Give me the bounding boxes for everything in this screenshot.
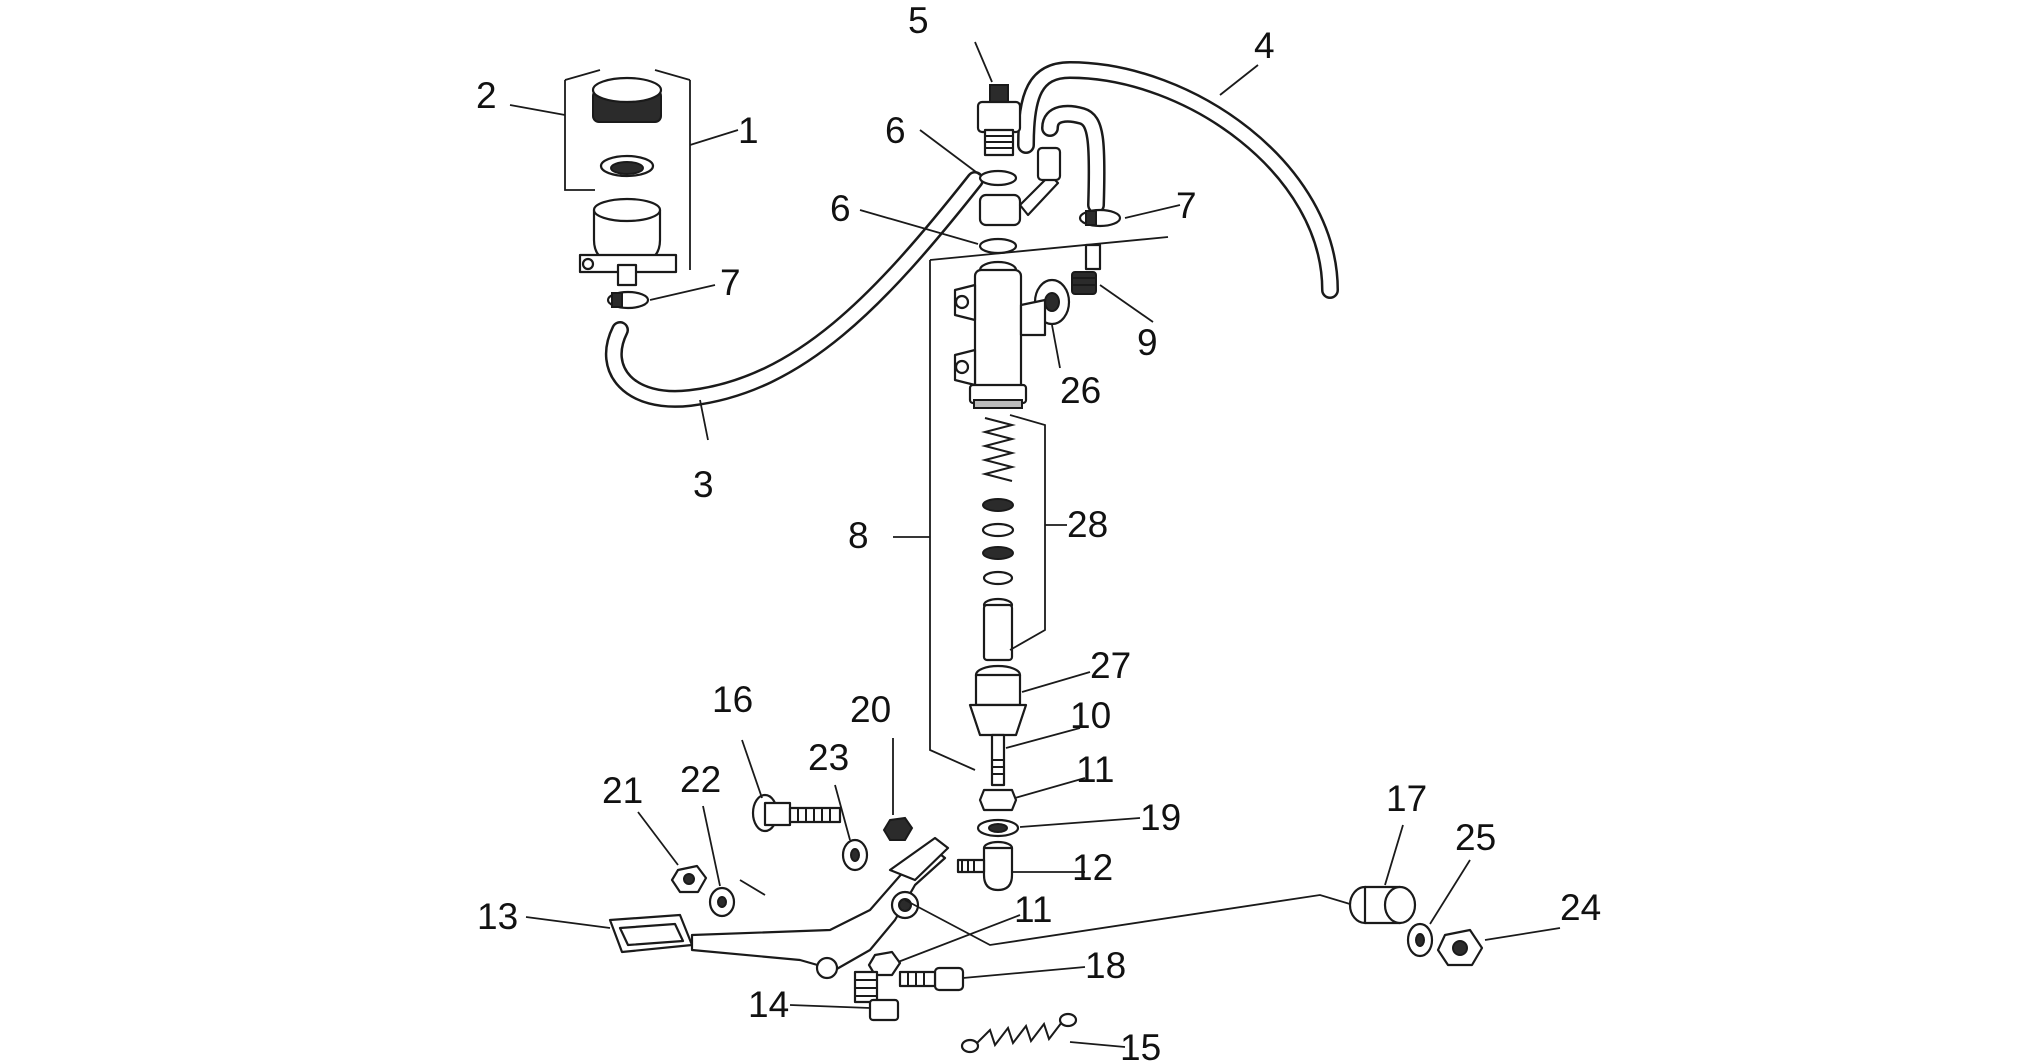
nut-21: [670, 864, 708, 894]
nut-11-upper: [978, 788, 1018, 812]
piston: [982, 597, 1014, 662]
dust-boot-27: [968, 664, 1028, 737]
callout-8: 8: [848, 515, 869, 556]
callout-4: 4: [1254, 25, 1275, 66]
clevis-12: [956, 840, 1014, 892]
pivot-bolt-16: [751, 793, 842, 833]
callout-19: 19: [1140, 797, 1181, 838]
callout-7a: 7: [720, 262, 741, 303]
callout-20: 20: [850, 689, 891, 730]
callout-11a: 11: [1076, 749, 1114, 790]
reservoir-assembly: [564, 69, 691, 287]
callout-16: 16: [712, 679, 753, 720]
nut-11-lower: [867, 950, 902, 977]
callout-7b: 7: [1176, 185, 1197, 226]
brake-light-switch-5: [976, 84, 1022, 157]
ring-19: [976, 818, 1020, 838]
banjo-fitting: [978, 146, 1062, 227]
callout-11b: 11: [1014, 889, 1052, 930]
callout-27: 27: [1090, 645, 1131, 686]
brake-pedal-13: [608, 836, 950, 980]
callout-22: 22: [680, 759, 721, 800]
fitting-9: [1071, 243, 1102, 295]
callout-25: 25: [1455, 817, 1496, 858]
piston-seals: [981, 498, 1015, 586]
callout-3: 3: [693, 464, 714, 505]
leader-lines: [509, 41, 1561, 1048]
hose-short-upper: [1041, 104, 1106, 214]
washer-23: [841, 838, 869, 872]
callout-15: 15: [1120, 1027, 1161, 1062]
spacer-17: [1348, 885, 1417, 925]
callout-labels: 1 2 3 4 5 6 6 7 7 8 9 10 11 11 12 13 14 …: [476, 0, 1601, 1062]
piston-spring: [981, 417, 1016, 482]
callout-18: 18: [1085, 945, 1126, 986]
bolt-14: [853, 970, 900, 1022]
callout-21: 21: [602, 770, 643, 811]
callout-26: 26: [1060, 370, 1101, 411]
callout-6a: 6: [885, 110, 906, 151]
push-rod-10: [990, 733, 1006, 787]
hose-3: [604, 171, 984, 408]
return-spring-15: [960, 1012, 1078, 1054]
master-cylinder-body: [953, 260, 1047, 409]
callout-14: 14: [748, 984, 789, 1025]
pedal-axis-line: [904, 894, 1371, 946]
callout-1: 1: [738, 110, 759, 151]
callout-24: 24: [1560, 887, 1601, 928]
bolt-18: [898, 966, 965, 992]
callout-17: 17: [1386, 778, 1427, 819]
bracket-8: [929, 260, 976, 771]
callout-5: 5: [908, 0, 929, 41]
washer-25: [1406, 922, 1434, 958]
nut-24: [1436, 928, 1484, 967]
hose-4: [1017, 61, 1339, 299]
callout-6b: 6: [830, 188, 851, 229]
washer-6-lower: [978, 237, 1018, 255]
washer-6-upper: [978, 169, 1018, 187]
hose-clamp-left: [606, 290, 650, 310]
nut-20: [882, 816, 914, 841]
washer-22: [708, 886, 736, 918]
bracket-28: [1009, 414, 1046, 651]
callout-23: 23: [808, 737, 849, 778]
hose-clamp-right: [1078, 208, 1122, 228]
callout-2: 2: [476, 75, 497, 116]
callout-9: 9: [1137, 322, 1158, 363]
callout-12: 12: [1072, 847, 1113, 888]
callout-28: 28: [1067, 504, 1108, 545]
bracket-8-top: [929, 236, 1169, 261]
callout-10: 10: [1070, 695, 1111, 736]
callout-13: 13: [477, 896, 518, 937]
